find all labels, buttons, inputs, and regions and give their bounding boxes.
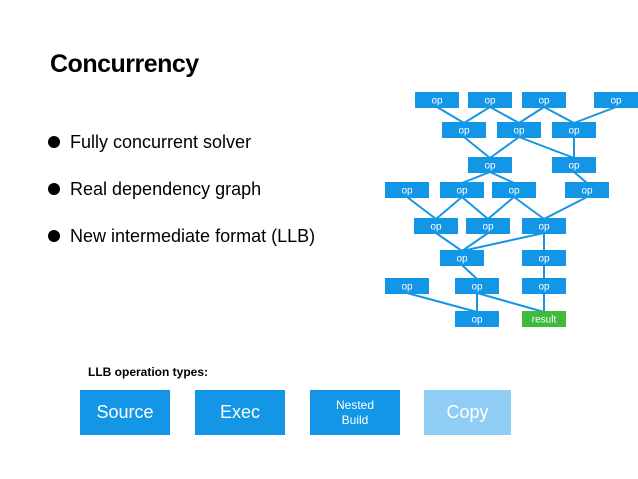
bullet-dot-icon [48,183,60,195]
graph-op-node: op [415,92,459,108]
graph-op-node: op [466,218,510,234]
llb-types-label: LLB operation types: [88,365,209,379]
graph-edge [489,171,515,184]
bullet-item: Fully concurrent solver [48,128,315,175]
op-node-label: op [401,186,413,197]
graph-edge [518,106,545,124]
graph-edge [435,232,463,252]
graph-op-node: op [552,122,596,138]
graph-edge [461,264,478,280]
result-node-label: result [532,315,557,326]
graph-op-node: op [440,250,484,266]
graph-result-node: result [522,311,566,327]
op-node-label: op [538,222,550,233]
graph-edge [463,136,491,159]
graph-op-node: op [442,122,486,138]
graph-edge [573,106,617,124]
op-node-label: op [401,282,413,293]
bullet-list: Fully concurrent solver Real dependency … [48,128,315,269]
graph-nodes: op op op op op op op op op op op op op op op op op op op op… [385,92,638,327]
op-node-label: op [458,126,470,137]
graph-op-node: op [552,157,596,173]
graph-op-node: op [455,311,499,327]
op-node-label: op [538,254,550,265]
op-node-label: op [484,161,496,172]
op-node-label: op [508,186,520,197]
graph-edge [436,106,465,124]
graph-edge [461,196,489,220]
graph-op-node: op [522,218,566,234]
graph-edge [518,136,575,159]
op-node-label: op [456,186,468,197]
graph-op-node: op [385,278,429,294]
op-node-label: op [568,126,580,137]
graph-op-node: op [468,157,512,173]
op-node-label: op [456,254,468,265]
graph-op-node: op [440,182,484,198]
graph-edge [476,292,545,313]
graph-edge [461,232,545,252]
llb-type-copy: Copy [424,390,511,435]
graph-op-node: op [565,182,609,198]
graph-op-node: op [522,278,566,294]
op-node-label: op [513,126,525,137]
graph-edge [573,171,588,184]
graph-op-node: op [594,92,638,108]
graph-op-node: op [468,92,512,108]
graph-edge [461,232,489,252]
bullet-item: Real dependency graph [48,175,315,222]
graph-edge [406,196,437,220]
graph-edge [487,196,515,220]
op-node-label: op [471,315,483,326]
graph-edge [489,106,520,124]
op-node-label: op [568,161,580,172]
graph-edge [543,106,575,124]
graph-edges [406,106,617,313]
graph-op-node: op [455,278,499,294]
graph-op-node: op [522,250,566,266]
graph-op-node: op [414,218,458,234]
graph-edge [513,196,545,220]
graph-edge [489,136,520,159]
op-node-label: op [471,282,483,293]
llb-type-source: Source [80,390,170,435]
op-node-label: op [482,222,494,233]
op-node-label: op [431,96,443,107]
slide-title: Concurrency [50,50,199,78]
op-node-label: op [484,96,496,107]
op-node-label: op [581,186,593,197]
llb-type-exec: Exec [195,390,285,435]
bullet-dot-icon [48,230,60,242]
op-node-label: op [538,282,550,293]
graph-op-node: op [522,92,566,108]
graph-edge [435,196,463,220]
graph-op-node: op [497,122,541,138]
graph-edge [543,196,588,220]
graph-edge [406,292,478,313]
op-node-label: op [430,222,442,233]
graph-edge [463,106,491,124]
graph-edge [461,171,491,184]
llb-type-nested-build: Nested Build [310,390,400,435]
bullet-dot-icon [48,136,60,148]
graph-op-node: op [492,182,536,198]
graph-op-node: op [385,182,429,198]
op-node-label: op [538,96,550,107]
bullet-item: New intermediate format (LLB) [48,222,315,269]
op-node-label: op [610,96,622,107]
